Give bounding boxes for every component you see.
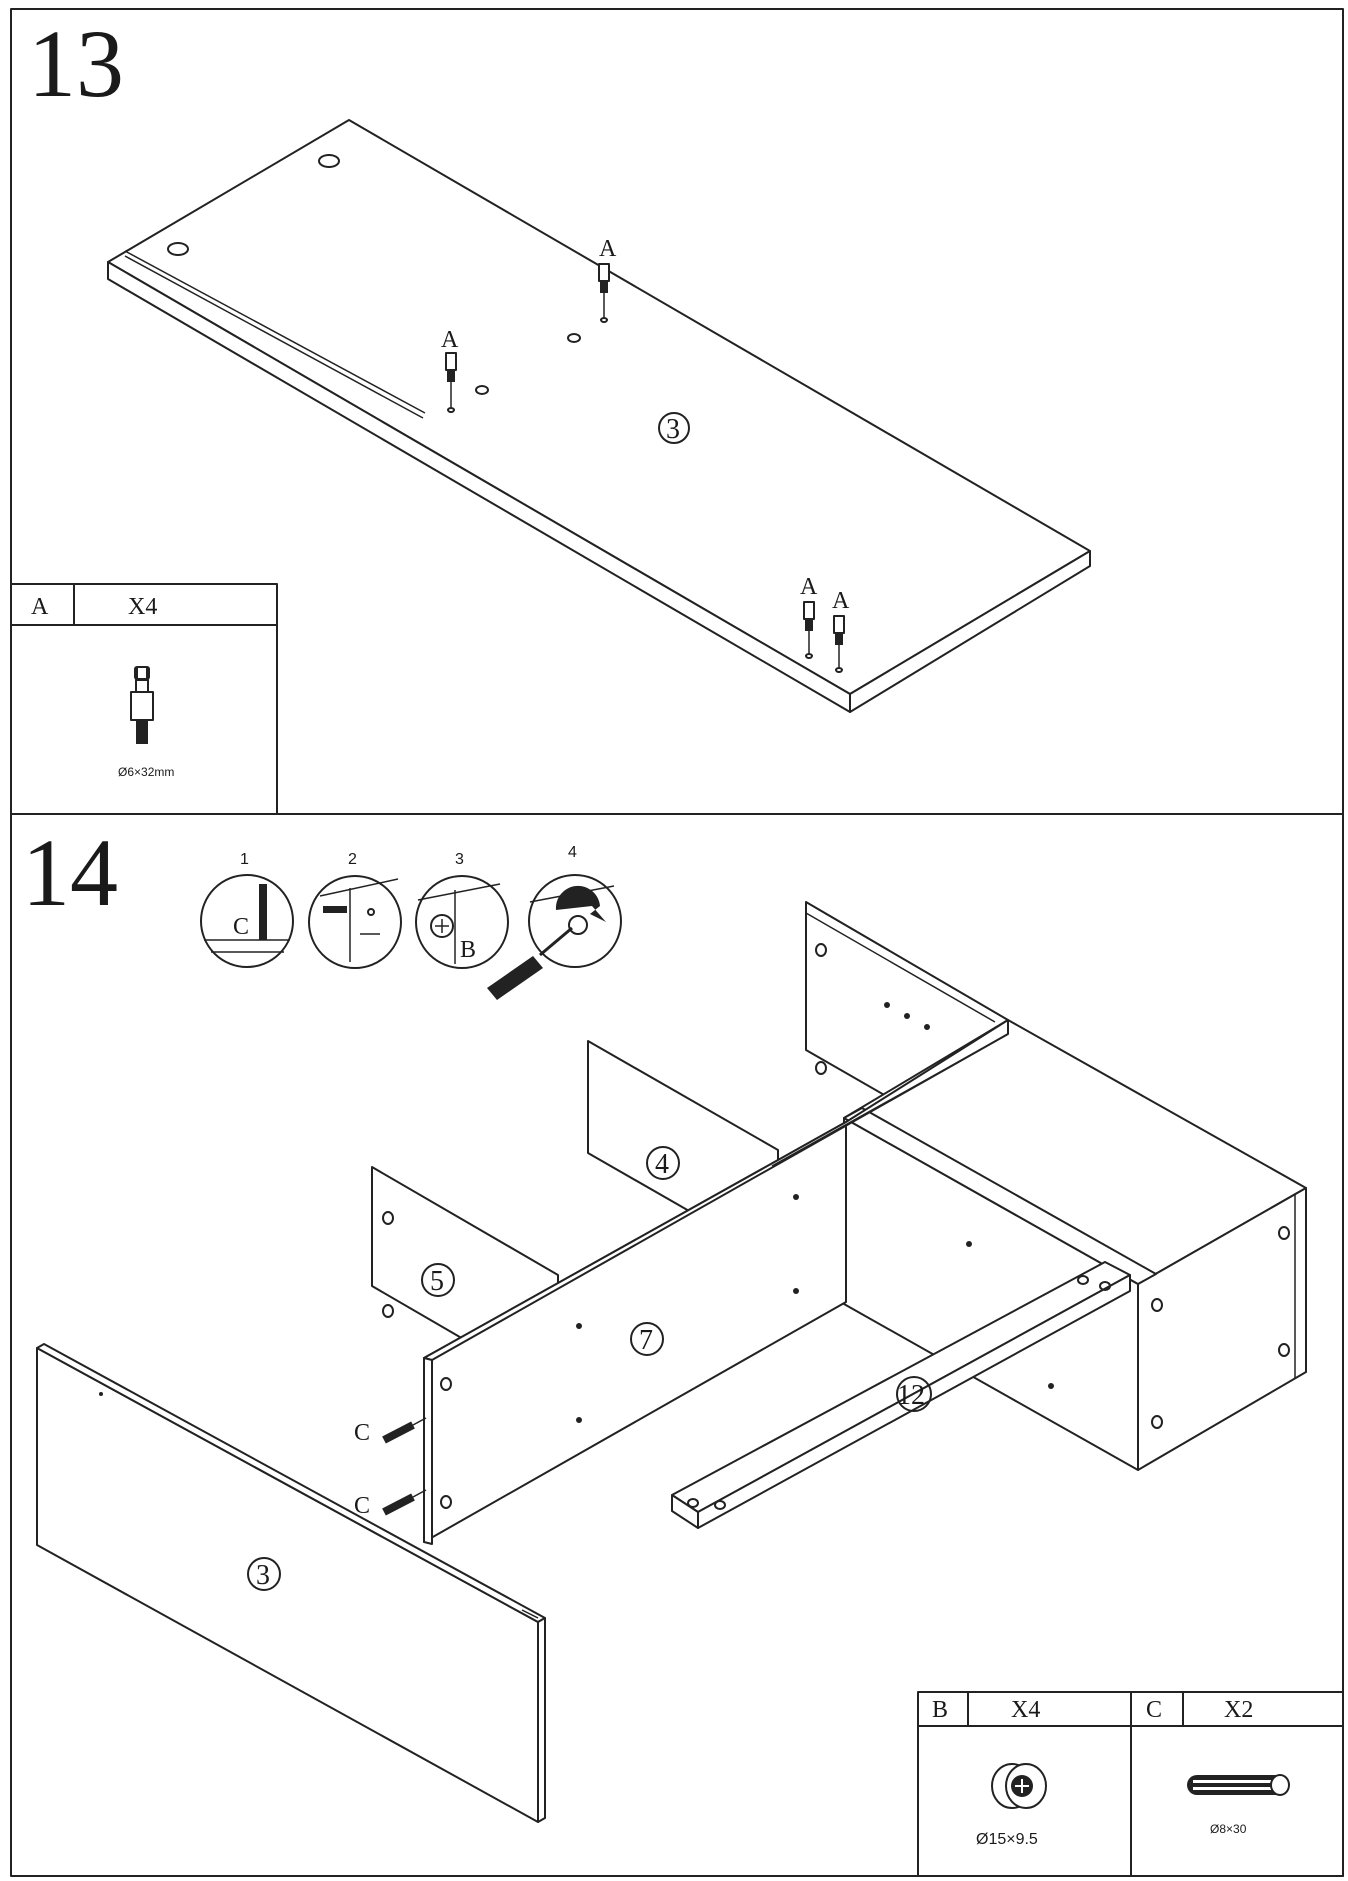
panel-label-7: 7 (639, 1325, 653, 1356)
parts-box-a-size: Ø6×32mm (118, 765, 174, 779)
pin-label: A (599, 236, 617, 262)
pin-label: A (832, 588, 850, 614)
cam-pin-icon (130, 666, 154, 744)
dowel-label: C (354, 1420, 370, 1446)
substep-label: C (233, 914, 249, 940)
substep-number: 2 (348, 851, 357, 868)
parts-box-a-qty: X4 (128, 594, 157, 620)
pin-label: A (441, 327, 459, 353)
substep-3: 3 B (415, 851, 509, 969)
panel-label-4: 4 (655, 1149, 669, 1180)
panel-label-12: 12 (897, 1380, 925, 1411)
substep-label: B (460, 937, 476, 963)
step-14-frame (10, 813, 1344, 1877)
panel-label-3-front: 3 (256, 1560, 270, 1591)
panel-3-front: 3 (36, 1343, 546, 1823)
substep-4: 4 (487, 844, 622, 1000)
parts-box-c-size: Ø8×30 (1210, 1822, 1247, 1836)
pin-label: A (800, 574, 818, 600)
cabinet-box: 12 (671, 1019, 1307, 1529)
parts-box-c-letter: C (1146, 1697, 1162, 1723)
substep-number: 3 (455, 851, 464, 868)
step-13-number: 13 (28, 10, 124, 117)
pin-a-2: A (598, 236, 617, 323)
dowel-label: C (354, 1493, 370, 1519)
pin-a-4: A (832, 588, 850, 673)
substep-number: 1 (240, 851, 249, 868)
board-panel-3: 3 (107, 119, 1091, 713)
substep-1: 1 C (200, 851, 294, 968)
parts-box-bc: B X4 C X2 Ø15×9.5 Ø8×30 (917, 1691, 1344, 1877)
pin-a-1: A (441, 327, 459, 413)
parts-box-b-qty: X4 (1011, 1697, 1040, 1723)
substep-number: 4 (568, 844, 577, 861)
pin-a-3: A (800, 574, 818, 659)
panel-7: 7 (423, 1019, 1009, 1545)
screwdriver-icon (487, 926, 573, 1000)
dowel-c-2: C (354, 1489, 427, 1519)
panel-label-3-top: 3 (666, 414, 680, 445)
step-14-number: 14 (22, 819, 118, 926)
panel-label-5: 5 (430, 1266, 444, 1297)
parts-box-a: A X4 Ø6×32mm (10, 583, 278, 815)
parts-box-b-size: Ø15×9.5 (976, 1831, 1038, 1848)
parts-box-b-letter: B (932, 1697, 948, 1723)
wood-dowel-icon (1187, 1774, 1290, 1796)
cam-lock-icon (991, 1763, 1047, 1809)
parts-box-c-qty: X2 (1224, 1697, 1253, 1723)
substep-2: 2 (308, 851, 402, 969)
parts-box-a-letter: A (31, 594, 49, 620)
dowel-c-1: C (354, 1417, 427, 1446)
